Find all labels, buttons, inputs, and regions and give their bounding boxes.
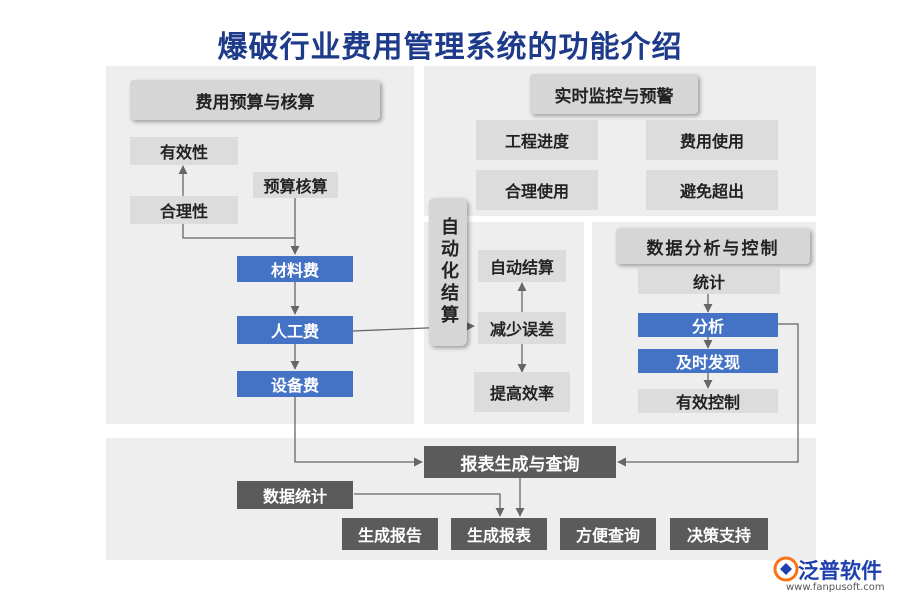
timely-detect-box: 及时发现 [638,349,778,373]
easy-query-box: 方便查询 [560,518,656,550]
budget-header: 费用预算与核算 [130,80,380,120]
page-title: 爆破行业费用管理系统的功能介绍 [217,30,683,65]
analyze-box: 分析 [638,313,778,337]
statistics-box: 统计 [638,268,780,294]
equipment-to-report-arrow [294,397,423,467]
improve-efficiency-box: 提高效率 [474,372,570,412]
logo-name: 泛普软件 [798,559,882,583]
equipment-cost-box: 设备费 [237,371,353,397]
generate-table-box: 生成报表 [451,518,547,550]
avoid-overrun-box: 避免超出 [646,170,778,210]
rational-usage-box: 合理使用 [476,170,598,210]
fanpu-logo-icon [773,556,799,582]
logo-url: www.fanpusoft.com [786,582,885,593]
decision-support-box: 决策支持 [670,518,768,550]
rationality-to-material-line [182,224,295,239]
rationality-box: 合理性 [130,196,238,224]
auto-settlement-header-text: 自动化结算 [438,217,459,327]
labor-cost-box: 人工费 [237,316,353,344]
monitoring-header: 实时监控与预警 [530,74,698,114]
budget-check-box: 预算核算 [253,172,338,198]
validity-box: 有效性 [130,137,238,165]
data-statistics-box: 数据统计 [237,481,353,509]
cost-usage-box: 费用使用 [646,120,778,160]
effective-control-box: 有效控制 [638,389,778,413]
generate-report-box: 生成报告 [342,518,438,550]
reduce-error-box: 减少误差 [478,312,566,344]
auto-settlement-header: 自动化结算 [429,198,467,346]
auto-settle-box: 自动结算 [478,250,566,282]
budget-panel [106,66,414,424]
stats-to-table-arrow [354,493,505,517]
project-progress-box: 工程进度 [476,120,598,160]
analysis-header: 数据分析与控制 [616,228,810,264]
reports-header: 报表生成与查询 [424,446,616,478]
analyze-to-report-arrow [617,323,799,467]
material-cost-box: 材料费 [237,256,353,282]
